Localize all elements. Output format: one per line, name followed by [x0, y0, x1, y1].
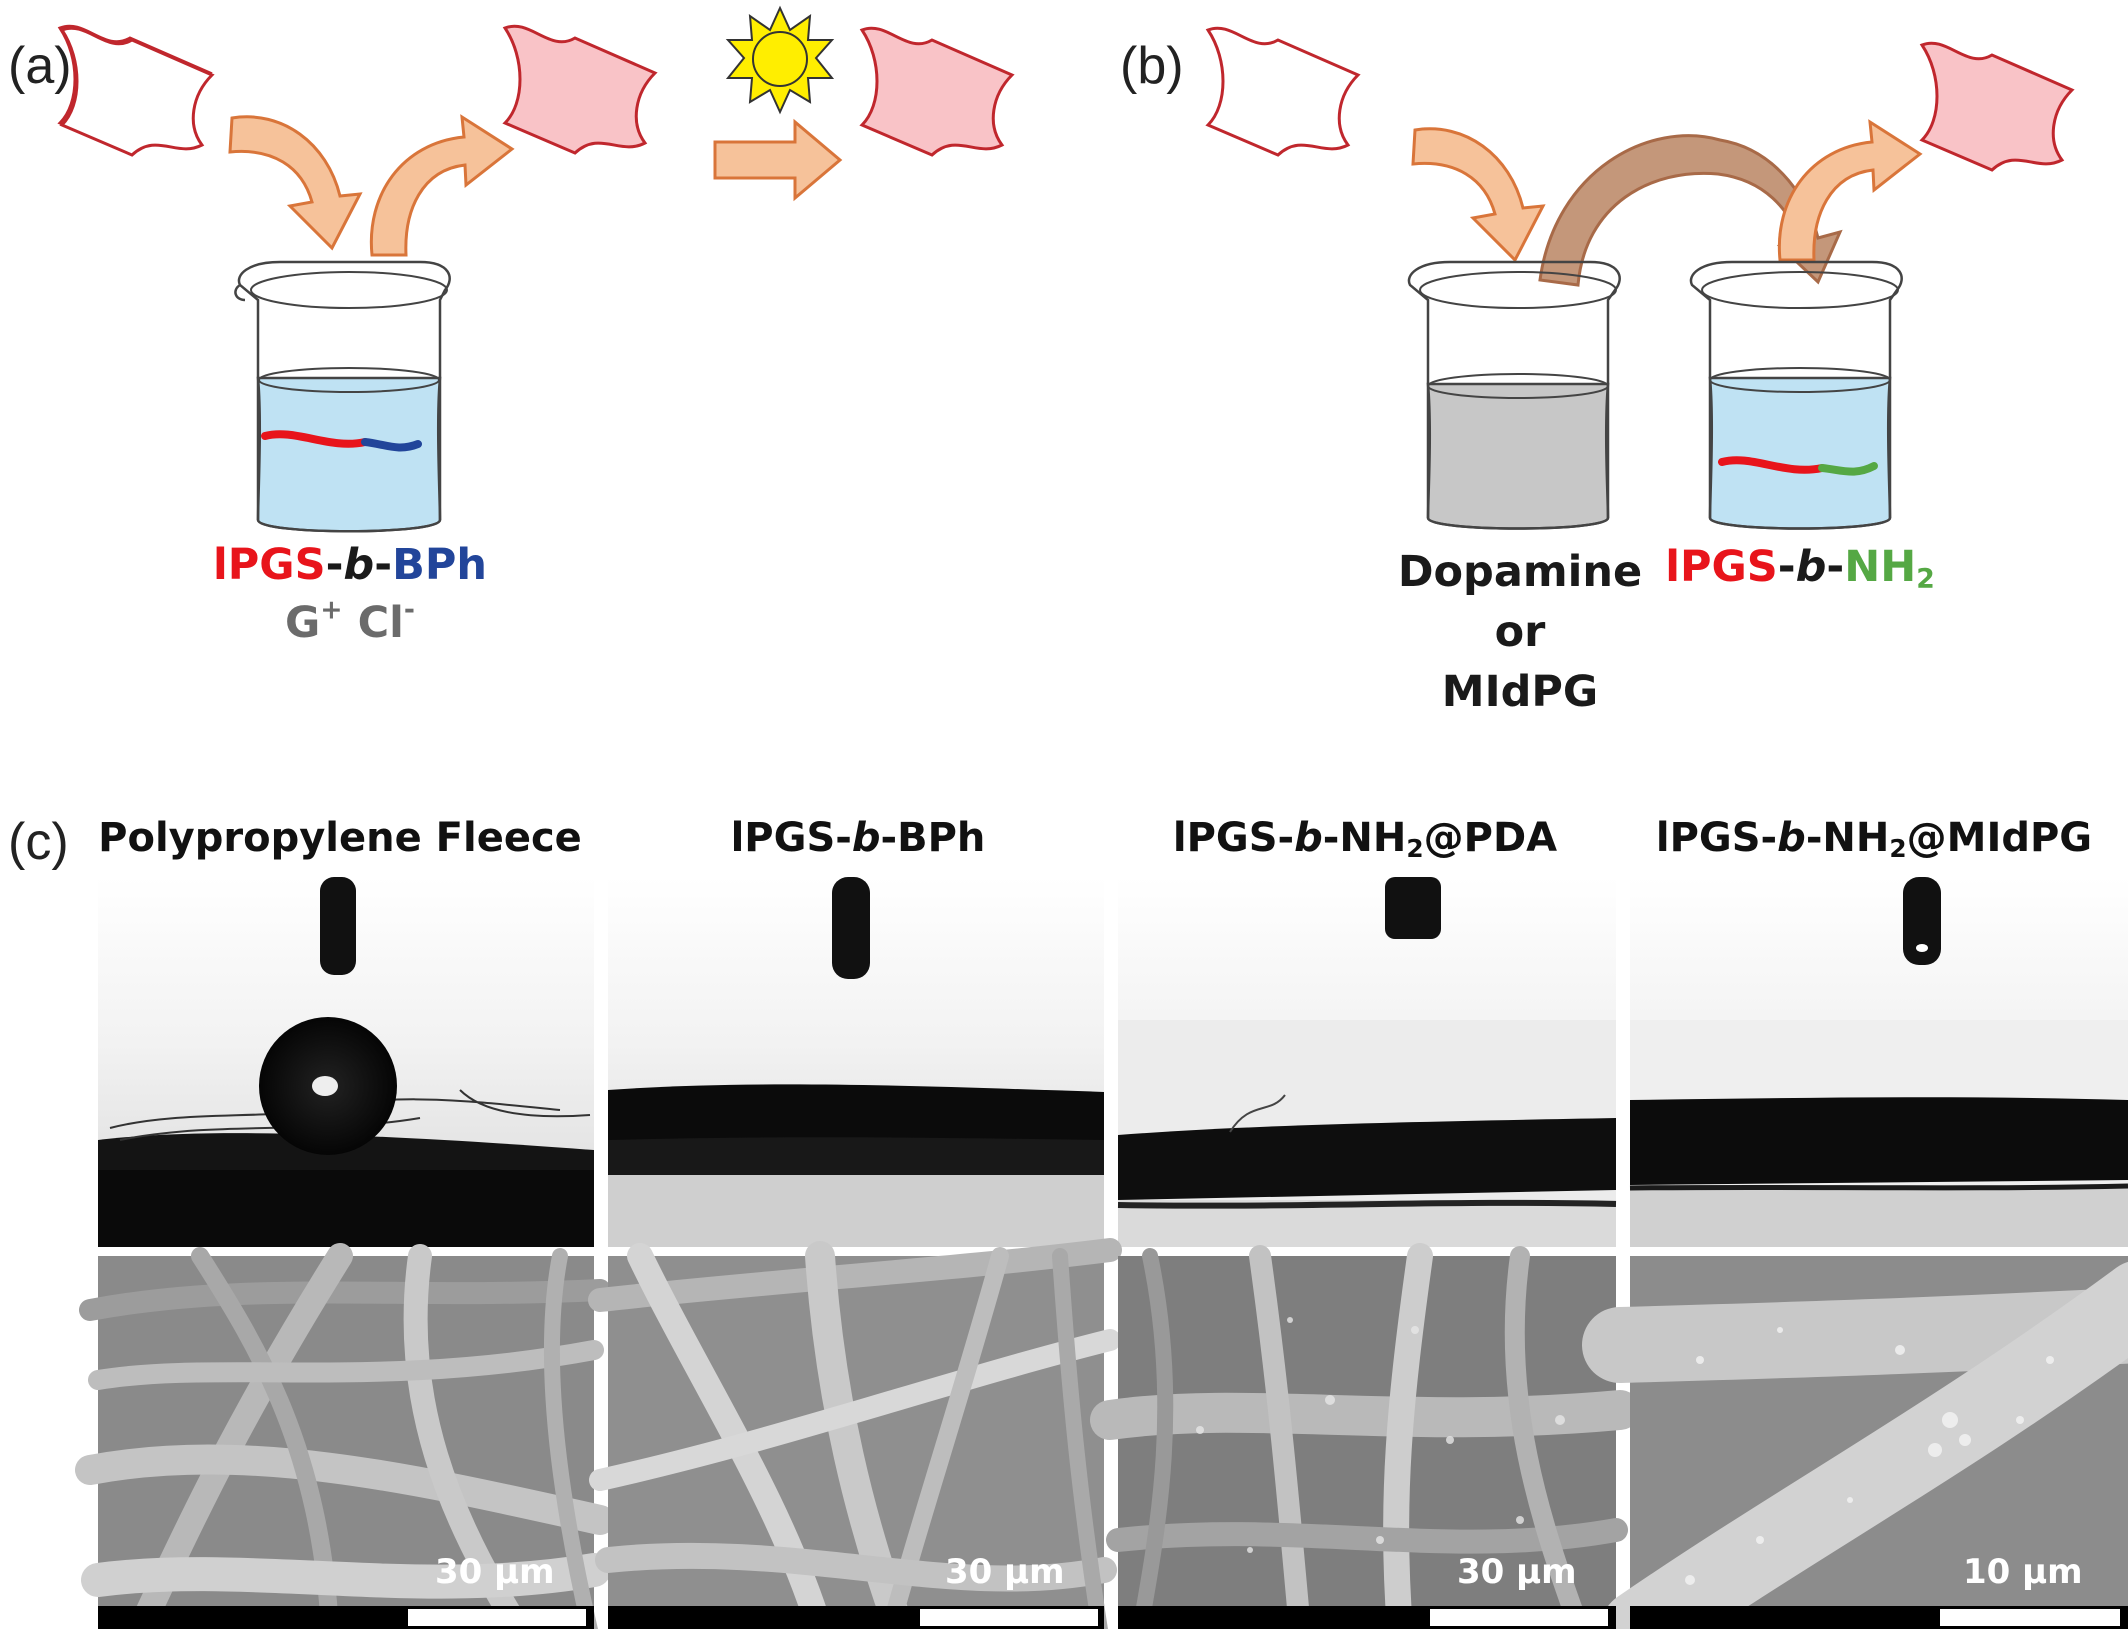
dopamine-label: Dopamine or MIdPG: [1397, 547, 1643, 717]
schematic-drawing: [58, 5, 2074, 533]
sem-image-fleece: [75, 1243, 615, 1629]
panel-label-a: (a): [8, 37, 72, 95]
sun-icon: [725, 5, 835, 115]
contact-angle-photo-pda: [1117, 877, 1617, 1247]
scale-label-midpg: 10 µm: [1963, 1552, 2083, 1592]
sem-info-bars: [98, 1606, 2128, 1629]
column-title-fleece: Polypropylene Fleece: [98, 815, 582, 861]
sem-image-midpg: [1582, 1256, 2128, 1629]
scale-bar-2: [920, 1609, 1098, 1626]
contact-angle-photo-midpg: [1629, 877, 2128, 1247]
column-title-pda: lPGS-b-NH2@PDA: [1172, 815, 1558, 864]
polymer-label-a: lPGS-b-BPh: [213, 540, 487, 590]
arrow-irradiation-icon: [713, 118, 843, 202]
contact-angle-photo-bph: [608, 877, 1104, 1247]
sem-image-bph: [588, 1238, 1122, 1629]
scale-bar-4: [1940, 1609, 2120, 1626]
beaker-a-icon: [234, 260, 451, 533]
scale-label-fleece: 30 µm: [435, 1552, 555, 1592]
contact-angle-photo-fleece: [98, 877, 594, 1247]
panel-label-c: (c): [8, 813, 69, 871]
beaker-dopamine-icon: [1407, 260, 1621, 530]
scale-label-pda: 30 µm: [1457, 1552, 1577, 1592]
panel-b-graphics: [1206, 26, 2074, 530]
column-title-bph: lPGS-b-BPh: [730, 815, 986, 861]
scale-label-bph: 30 µm: [945, 1552, 1065, 1592]
panel-a-graphics: [58, 5, 1014, 533]
sem-image-pda: [1090, 1243, 1640, 1629]
beaker-nh2-icon: [1689, 260, 1903, 530]
panel-label-b: (b): [1120, 37, 1184, 95]
arrow-transfer-icon: [1538, 134, 1843, 287]
column-title-midpg: lPGS-b-NH2@MIdPG: [1655, 815, 2093, 864]
polymer-label-b: lPGS-b-NH2: [1665, 542, 1935, 595]
salt-label-a: G+ Cl-: [285, 594, 415, 648]
scale-bar-1: [408, 1609, 586, 1626]
scale-bar-3: [1430, 1609, 1608, 1626]
